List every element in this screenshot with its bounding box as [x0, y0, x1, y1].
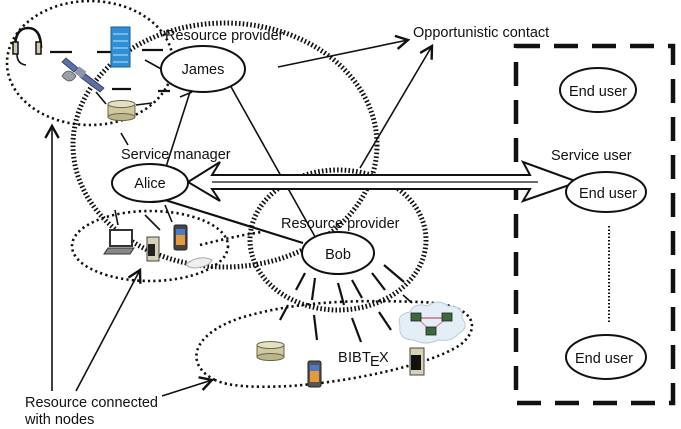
link — [164, 204, 173, 223]
bob-spoke — [402, 294, 413, 304]
node-end-user-1[interactable] — [559, 67, 637, 113]
mouse-icon — [185, 257, 213, 269]
edge-james-opportunistic — [277, 34, 411, 68]
bibtex-x: X — [379, 350, 389, 366]
link — [144, 214, 161, 231]
satellite-icon — [61, 57, 105, 93]
headset-icon — [12, 26, 43, 66]
database-icon-bob — [256, 341, 285, 361]
link — [144, 59, 164, 71]
smartphone-icon-bob — [307, 360, 322, 388]
device-group-top-left — [5, 0, 175, 127]
resource-provider-james-region — [70, 20, 380, 270]
edge-bob-opportunistic — [359, 43, 434, 169]
label-resource-connected-2: with nodes — [24, 412, 94, 428]
node-james-label: James — [182, 62, 225, 78]
bibtex-logo: B IB T E X — [338, 350, 389, 370]
bibtex-t: T — [362, 350, 371, 366]
pc-tower-icon-bob — [409, 347, 425, 376]
link — [95, 91, 107, 105]
node-end-user-3-label: End user — [575, 351, 633, 367]
link — [120, 132, 129, 146]
node-alice[interactable] — [111, 163, 189, 203]
device-group-alice — [70, 209, 230, 283]
edge-james-bob — [229, 84, 319, 243]
bob-spoke — [279, 304, 289, 321]
label-service-manager: Service manager — [121, 147, 231, 163]
label-opportunistic-contact: Opportunistic contact — [413, 25, 549, 41]
bob-spoke — [336, 282, 346, 306]
label-resource-connected-1: Resource connected — [25, 395, 158, 411]
bob-spoke — [310, 277, 317, 301]
bibtex-ib: IB — [348, 350, 362, 366]
database-icon — [107, 100, 136, 121]
link — [114, 209, 119, 226]
label-resource-provider-mid: Resource provider — [281, 216, 400, 232]
bibtex-e: E — [370, 354, 380, 370]
label-resource-provider-top: Resource provider — [165, 28, 284, 44]
service-user-boundary — [513, 43, 676, 406]
bob-spoke — [351, 279, 363, 299]
device-group-bob — [195, 299, 474, 389]
laptop-icon — [103, 229, 135, 255]
edge-alice-bob — [164, 198, 304, 245]
arrow-to-bob-devices — [161, 376, 215, 397]
node-bob-label: Bob — [325, 247, 351, 263]
bob-spoke — [295, 272, 306, 291]
bob-spoke — [350, 317, 363, 343]
node-bob[interactable] — [301, 231, 375, 275]
bob-spoke — [378, 311, 392, 331]
smartphone-icon — [173, 224, 188, 251]
node-end-user-2-label: End user — [579, 186, 637, 202]
arrow-to-alice-devices — [75, 267, 142, 392]
node-end-user-3[interactable] — [565, 334, 647, 380]
network-cloud-icon — [398, 301, 466, 344]
node-james[interactable] — [160, 45, 246, 93]
bob-spoke — [312, 314, 319, 341]
label-service-user: Service user — [551, 148, 632, 164]
bob-spoke — [371, 272, 386, 291]
server-icon — [110, 26, 131, 68]
bob-spoke — [383, 264, 405, 283]
node-end-user-1-label: End user — [569, 84, 627, 100]
pc-tower-icon — [146, 236, 160, 262]
link — [135, 102, 153, 106]
resource-provider-bob-region — [247, 167, 429, 313]
node-alice-label: Alice — [134, 176, 165, 192]
node-end-user-2[interactable] — [565, 171, 647, 213]
bibtex-b: B — [338, 350, 348, 366]
edge-james-alice — [164, 91, 191, 171]
alice-group-link — [199, 230, 263, 247]
